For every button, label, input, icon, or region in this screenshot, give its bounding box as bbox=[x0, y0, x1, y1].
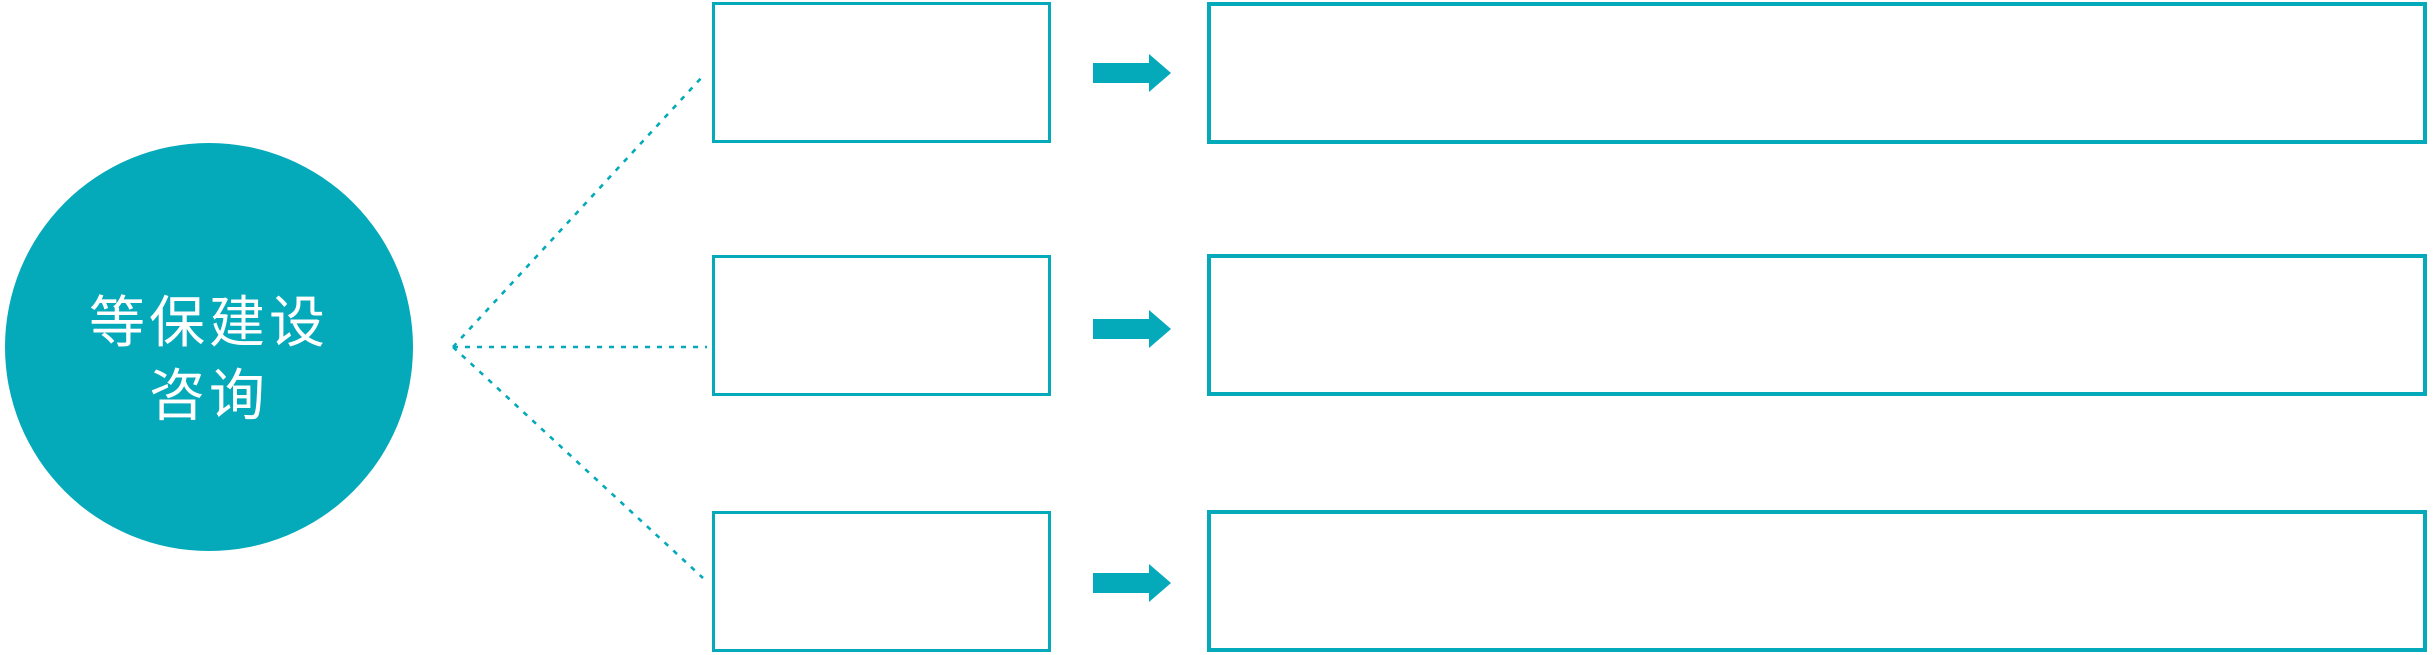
description-box-2 bbox=[1207, 254, 2427, 396]
right-arrow-shape bbox=[1093, 310, 1171, 348]
description-box-1 bbox=[1207, 2, 2427, 144]
connector-line-top bbox=[452, 75, 704, 348]
right-arrow-icon bbox=[1093, 310, 1171, 348]
description-box-3 bbox=[1207, 510, 2427, 652]
right-arrow-shape bbox=[1093, 564, 1171, 602]
connector-line-bottom bbox=[452, 346, 704, 579]
right-arrow-shape bbox=[1093, 54, 1171, 92]
stage-box-2 bbox=[712, 255, 1051, 396]
stage-box-1 bbox=[712, 2, 1051, 143]
right-arrow-icon bbox=[1093, 564, 1171, 602]
stage-box-3 bbox=[712, 511, 1051, 652]
hub-label: 等保建设 咨询 bbox=[89, 286, 329, 432]
hub-label-line1: 等保建设 bbox=[89, 291, 329, 354]
hub-circle: 等保建设 咨询 bbox=[5, 143, 413, 551]
right-arrow-icon bbox=[1093, 54, 1171, 92]
hub-label-line2: 咨询 bbox=[149, 364, 269, 427]
